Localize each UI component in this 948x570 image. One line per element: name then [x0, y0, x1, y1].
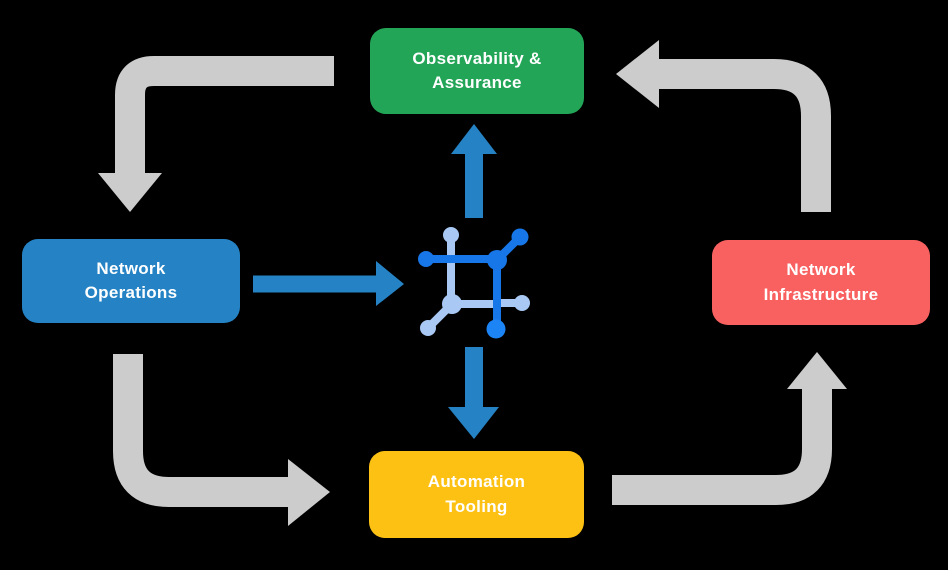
- mesh-junction-bottom-left: [442, 294, 462, 314]
- arrow-observability-to-operations: [115, 56, 334, 174]
- node-label-automation: Automation Tooling: [427, 472, 526, 516]
- mesh-node-right: [514, 295, 530, 311]
- network-mesh-icon: [418, 227, 530, 339]
- mesh-node-top-right: [511, 228, 529, 246]
- arrowhead-right-icon: [288, 459, 330, 526]
- mesh-node-left: [418, 251, 434, 267]
- node-network-operations: Network Operations: [22, 239, 240, 323]
- arrowhead-left-icon: [616, 40, 659, 108]
- arrow-automation-to-infrastructure: [612, 389, 832, 505]
- node-automation-tooling: Automation Tooling: [369, 451, 584, 538]
- arrowhead-down-icon: [98, 173, 162, 212]
- mesh-node-bottom: [486, 319, 506, 339]
- arrow-operations-to-automation: [113, 354, 288, 507]
- mesh-node-bottom-left: [420, 320, 436, 336]
- arrow-infrastructure-to-observability: [659, 59, 831, 212]
- arrowhead-down-icon: [448, 407, 499, 439]
- arrowhead-up-icon: [787, 352, 847, 389]
- node-network-infrastructure: Network Infrastructure: [712, 240, 930, 325]
- arrowhead-right-icon: [376, 261, 404, 306]
- node-label-observability: Observability & Assurance: [412, 48, 542, 92]
- arrowhead-up-icon: [451, 124, 497, 154]
- node-observability-assurance: Observability & Assurance: [370, 28, 584, 114]
- node-label-infrastructure: Network Infrastructure: [763, 260, 879, 304]
- mesh-node-top: [443, 227, 459, 243]
- node-label-operations: Network Operations: [84, 258, 178, 302]
- mesh-junction-top-right: [487, 250, 507, 270]
